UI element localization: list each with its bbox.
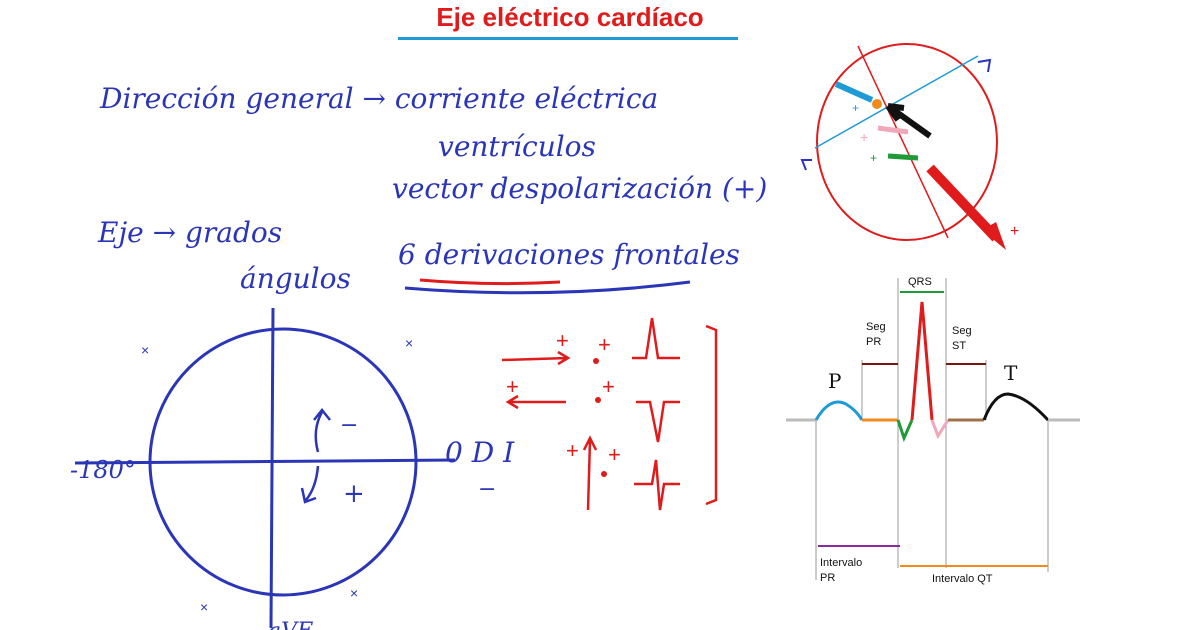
positive-deflection-icon: [632, 317, 680, 360]
r-wave: [910, 301, 934, 421]
page-title: Eje eléctrico cardíaco: [436, 2, 704, 32]
green-vector-icon: [887, 153, 919, 161]
note-angulos: ángulos: [240, 262, 351, 295]
p-wave: [814, 400, 864, 421]
arrow-up-icon: [582, 435, 598, 511]
label-avf: aVF: [268, 619, 313, 630]
plus-mark-2: +: [598, 332, 611, 357]
note-derivaciones: 6 derivaciones frontales: [398, 238, 740, 271]
pink-vector-icon: [877, 125, 909, 135]
dot-3: [601, 471, 607, 477]
biphasic-deflection-icon: [634, 459, 680, 511]
vector-circle: [816, 43, 998, 241]
dot-1: [593, 358, 599, 364]
orange-point: [872, 99, 882, 109]
mark-x-1: ×: [141, 342, 149, 358]
note-vector: vector despolarización (+): [392, 172, 768, 205]
title-underline: [398, 37, 738, 40]
vector-diagram: + + + +: [800, 43, 1019, 250]
deflection-examples: + + + + + +: [501, 317, 718, 511]
hexaxial-diagram: -180° 0 D I − − + aVF × × × ×: [70, 307, 515, 630]
label-intervalo-pr-1: Intervalo: [820, 557, 862, 569]
horizontal-axis: [74, 458, 456, 465]
red-plus: +: [1010, 223, 1019, 240]
label-intervalo-pr-2: PR: [820, 572, 835, 584]
red-underline: [419, 278, 561, 286]
arrow-ne-icon: [977, 58, 992, 73]
black-vector-icon: [885, 103, 932, 139]
label-seg-st-1: Seg: [952, 325, 972, 337]
t-wave: [982, 392, 1050, 422]
red-axis-line: [857, 45, 949, 239]
blue-axis-line: [814, 55, 979, 149]
label-seg-pr-2: PR: [866, 336, 881, 348]
note-eje: Eje → grados: [98, 216, 283, 249]
note-ventriculos: ventrículos: [438, 130, 596, 163]
dot-2: [595, 397, 601, 403]
plus-mark-1: +: [556, 328, 569, 353]
ecg-diagram: P T QRS Seg PR Seg ST Intervalo PR Inter…: [786, 276, 1080, 585]
q-wave: [896, 419, 914, 443]
negative-deflection-icon: [636, 400, 680, 443]
label-seg-pr-1: Seg: [866, 321, 886, 333]
vertical-axis: [269, 307, 275, 629]
label-plus: +: [343, 479, 365, 509]
down-arrow-icon: [300, 465, 320, 504]
label-d-one: 0 D I: [445, 436, 515, 469]
label-right-minus: −: [478, 477, 496, 502]
label-minus-180: -180°: [70, 456, 136, 484]
mark-x-4: ×: [350, 585, 358, 601]
note-direccion: Dirección general → corriente eléctrica: [100, 82, 659, 115]
arrow-left-icon: [505, 394, 566, 410]
mark-x-2: ×: [405, 335, 413, 351]
label-t: T: [1004, 361, 1018, 385]
blue-plus: +: [852, 101, 859, 115]
green-plus: +: [870, 151, 877, 165]
plus-mark-6: +: [608, 442, 621, 467]
blue-underline: [404, 280, 691, 295]
s-wave: [930, 419, 950, 440]
red-arrowhead-icon: [982, 222, 1006, 250]
arrow-right-icon: [501, 350, 571, 366]
label-minus: −: [340, 413, 358, 438]
label-p: P: [828, 369, 841, 393]
label-seg-st-2: ST: [952, 340, 966, 352]
bracket-icon: [705, 324, 718, 506]
up-arrow-icon: [313, 407, 331, 453]
label-intervalo-qt: Intervalo QT: [932, 573, 993, 585]
plus-mark-4: +: [602, 374, 615, 399]
pink-plus: +: [860, 129, 868, 145]
arrow-sw-icon: [800, 159, 812, 171]
mark-x-3: ×: [200, 599, 208, 615]
red-vector-icon: [926, 164, 1000, 242]
label-qrs: QRS: [908, 276, 932, 288]
blue-vector-icon: [834, 81, 874, 103]
plus-mark-3: +: [506, 374, 519, 399]
plus-mark-5: +: [566, 438, 579, 463]
